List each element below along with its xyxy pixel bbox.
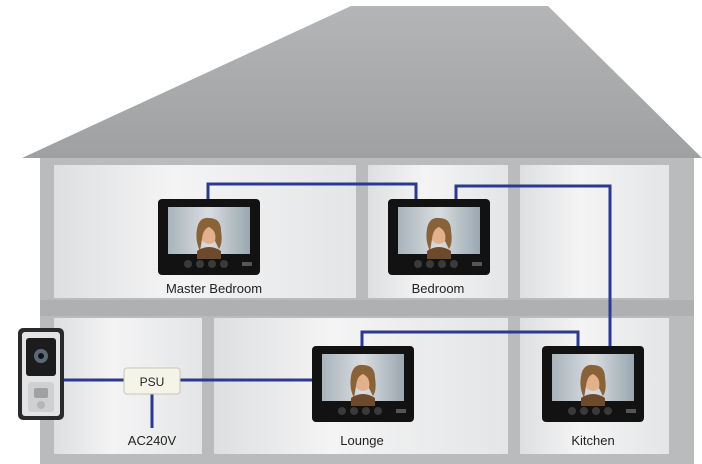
wire-master-to-bedroom — [206, 182, 418, 205]
room-label-kitchen: Kitchen — [571, 433, 614, 448]
room-label-bedroom: Bedroom — [412, 281, 465, 296]
video-monitor-icon — [542, 346, 644, 422]
power-supply-icon — [123, 367, 181, 395]
room-label-master-bedroom: Master Bedroom — [166, 281, 262, 296]
video-monitor-icon — [388, 199, 490, 275]
door-station-icon — [18, 328, 64, 420]
psu-label: PSU — [140, 375, 165, 389]
wire-bedroom-to-kitchen — [454, 184, 612, 352]
video-monitor-icon — [158, 199, 260, 275]
roof — [22, 6, 702, 158]
wire-lounge-to-kitchen — [360, 330, 580, 352]
power-label: AC240V — [128, 433, 177, 448]
room-label-lounge: Lounge — [340, 433, 383, 448]
video-monitor-icon — [312, 346, 414, 422]
wiring — [64, 182, 612, 428]
floor-divider — [40, 300, 694, 316]
